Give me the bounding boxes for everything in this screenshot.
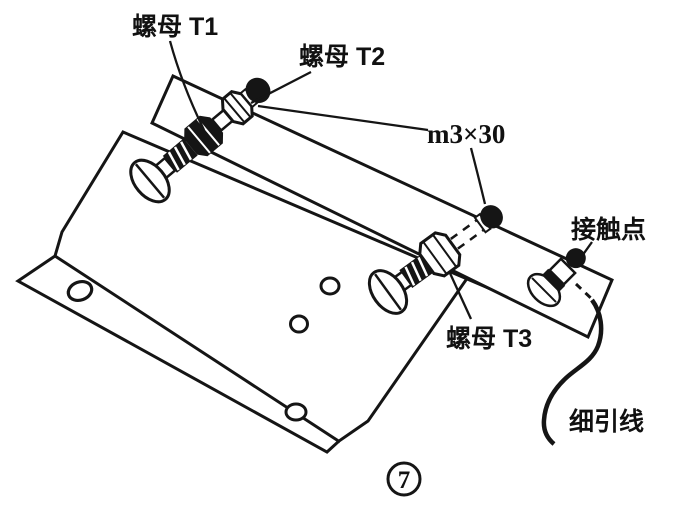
screw2-thread-lines <box>404 256 429 286</box>
leader-contact-point <box>581 241 593 257</box>
plate-hole-upper <box>319 276 341 296</box>
plate-hole-lower <box>284 402 308 422</box>
label-lead-wire: 细引线 <box>569 407 644 436</box>
nut-t3-facets <box>422 234 457 274</box>
lead-wire <box>541 298 604 446</box>
contact-screw-shank <box>547 257 577 287</box>
leader-nut-t1 <box>168 40 206 131</box>
nut-t3 <box>418 231 462 278</box>
figure-number: 7 <box>386 461 422 497</box>
screw-m3x30-right <box>367 205 503 315</box>
screw2-tip <box>480 205 503 229</box>
screw2-hidden-shaft-dashes <box>450 219 485 250</box>
leader-screw-spec-left <box>257 104 429 132</box>
label-screw-spec: m3×30 <box>427 119 505 149</box>
figure-number-circle <box>386 461 422 497</box>
label-contact-point: 接触点 <box>571 216 646 244</box>
screw1-head-slot <box>134 163 166 199</box>
leader-lines <box>168 40 593 320</box>
label-nut-t2: 螺母 T2 <box>299 43 385 71</box>
mounting-bracket <box>15 130 501 454</box>
nut-t2-facets <box>223 93 251 123</box>
nut-t1 <box>184 115 224 157</box>
flange-hole <box>66 279 94 303</box>
label-nut-t3: 螺母 T3 <box>446 325 532 353</box>
leader-nut-t2 <box>250 70 312 105</box>
contact-hidden-dashes <box>574 282 596 303</box>
contact-screw-head-slot <box>531 277 557 303</box>
bracket-outline <box>15 130 501 454</box>
figure-number-text: 7 <box>398 467 411 494</box>
plate-hole-middle <box>289 314 309 334</box>
screw1-thread-lines <box>167 141 192 171</box>
contact-screw <box>526 248 586 308</box>
terminal-strip <box>150 73 614 340</box>
screw-m3x30-left <box>129 77 271 204</box>
contact-tip <box>565 248 586 269</box>
label-nut-t1: 螺母 T1 <box>132 13 218 41</box>
screw2-head-slot <box>374 273 402 311</box>
contact-screw-ring <box>541 268 566 293</box>
leader-screw-spec-right <box>469 147 487 205</box>
leader-nut-t3 <box>447 270 473 320</box>
